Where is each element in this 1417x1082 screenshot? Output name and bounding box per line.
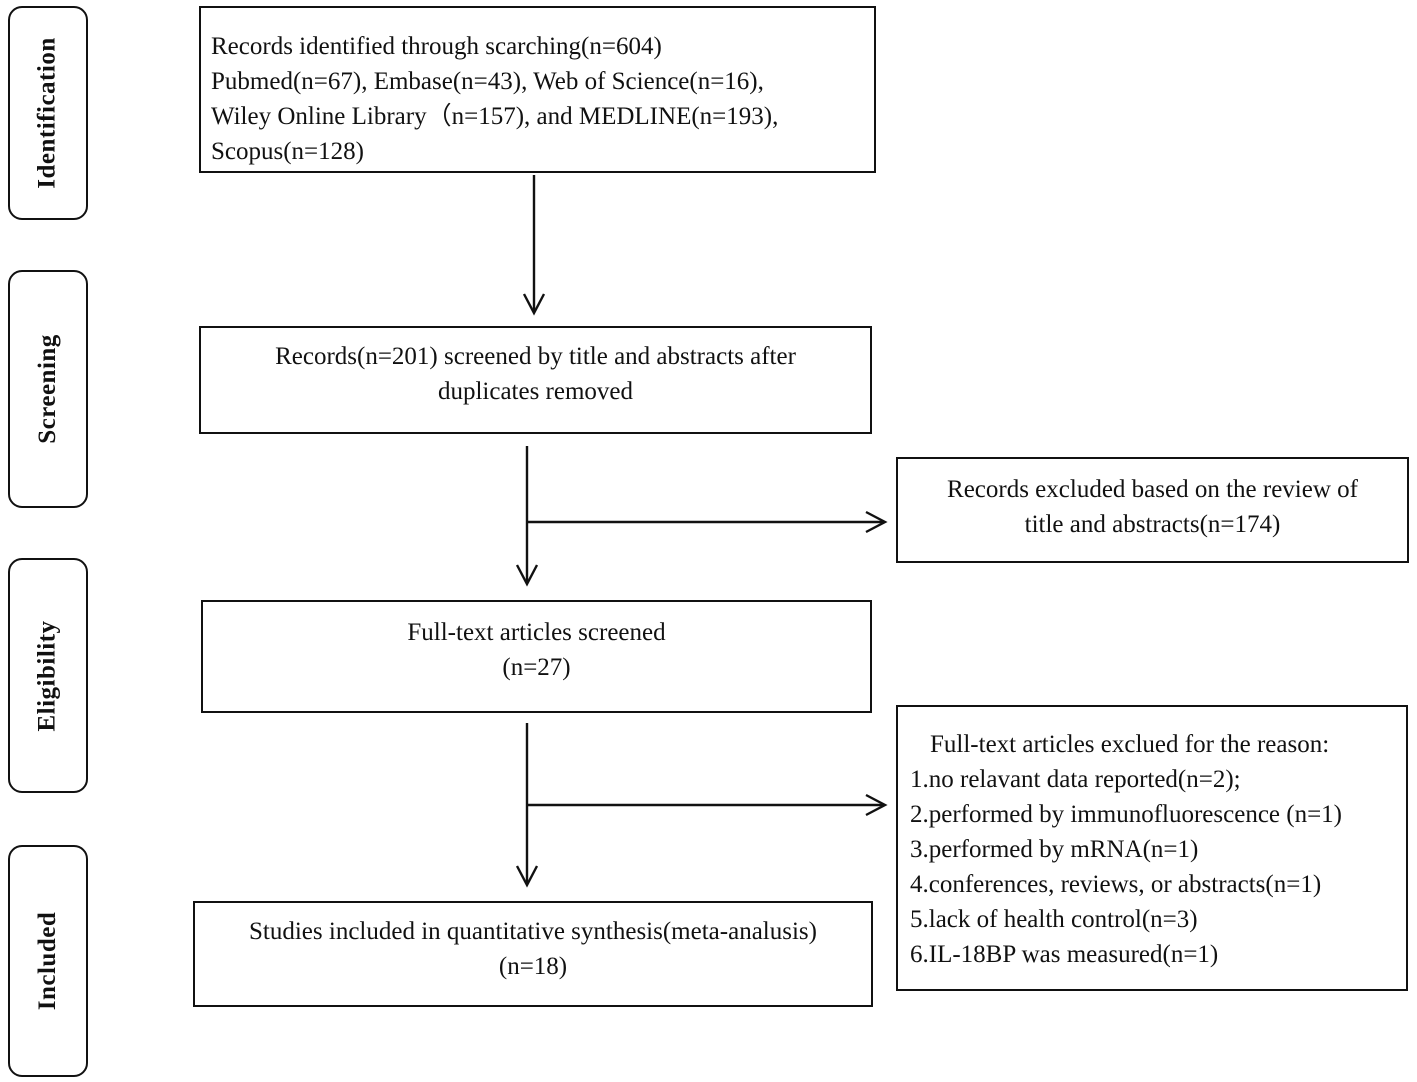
identified-line: Pubmed(n=67), Embase(n=43), Web of Scien… [211,68,764,95]
included-line: Studies included in quantitative synthes… [249,918,817,945]
excluded-fulltext-heading: Full-text articles exclued for the reaso… [930,731,1330,758]
excluded-title-line: Records excluded based on the review of [947,476,1358,503]
stage-included: Included [8,845,88,1077]
box-records-screened: Records(n=201) screened by title and abs… [199,326,872,434]
excluded-title-line: title and abstracts(n=174) [1024,511,1281,538]
excluded-reason: 4.conferences, reviews, or abstracts(n=1… [910,871,1322,898]
box-studies-included: Studies included in quantitative synthes… [193,901,873,1007]
screened-line: Records(n=201) screened by title and abs… [275,343,796,370]
identified-line: Scopus(n=128) [211,138,364,165]
fulltext-line: (n=27) [502,653,571,681]
included-line: (n=18) [498,953,568,980]
fulltext-line: Full-text articles screened [407,618,666,646]
identified-line: Wiley Online Library（n=157), and MEDLINE… [211,103,779,130]
excluded-reason: 2.performed by immunofluorescence (n=1) [910,801,1343,828]
stage-identification: Identification [8,6,88,220]
screened-line: duplicates removed [437,378,634,405]
box-records-identified: Records identified through scarching(n=6… [199,6,876,173]
arrowhead-fulltext-to-excluded [865,793,888,817]
stage-eligibility: Eligibility [8,558,88,793]
excluded-reason: 5.lack of health control(n=3) [910,906,1198,933]
excluded-reason: 1.no relavant data reported(n=2); [910,766,1241,793]
box-fulltext-excluded: Full-text articles exclued for the reaso… [896,705,1408,991]
stage-screening: Screening [8,270,88,508]
arrowhead-screened-to-fulltext [515,564,539,587]
arrowhead-fulltext-to-included [515,865,539,888]
box-records-excluded-title: Records excluded based on the review of … [896,457,1409,563]
box-fulltext-screened: Full-text articles screened (n=27) [201,600,872,713]
arrowhead-screened-to-excluded [865,510,888,534]
excluded-reason: 3.performed by mRNA(n=1) [910,836,1199,863]
arrowhead-identified-to-screened [522,293,546,316]
identified-line: Records identified through scarching(n=6… [211,33,662,60]
excluded-reason: 6.IL-18BP was measured(n=1) [910,941,1219,968]
